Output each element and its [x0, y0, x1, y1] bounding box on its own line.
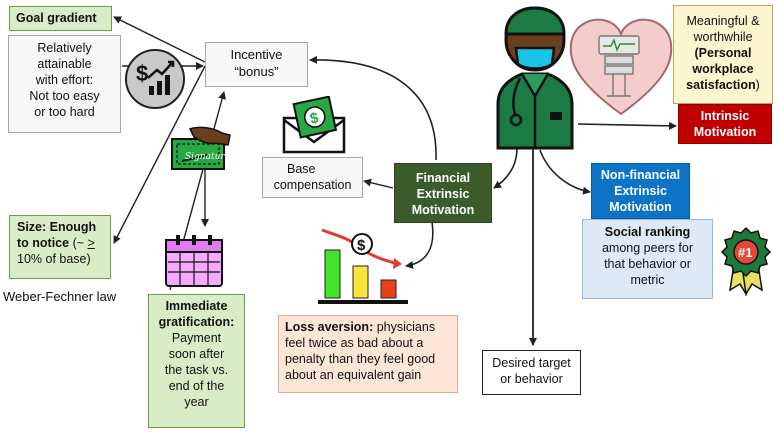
immediate-line: year	[184, 395, 209, 409]
intrinsic-motivation-box: Intrinsic Motivation	[678, 104, 772, 144]
meaningful-line-2: worthwhile	[693, 30, 753, 44]
desired-line-1: Desired target	[492, 356, 571, 370]
immediate-gratification-box: Immediate gratification: Payment soon af…	[148, 294, 245, 428]
attainable-line: Relatively	[37, 41, 92, 55]
arrow-financial-to-base	[363, 178, 394, 189]
social-line-3: that behavior or	[604, 257, 691, 271]
immediate-line: soon after	[168, 347, 225, 361]
incentive-line-1: Incentive	[230, 47, 283, 62]
arrow-incentive-to-size	[113, 65, 206, 244]
attainable-line: attainable	[37, 57, 92, 71]
arrow-incentive-to-goal-gradient	[113, 16, 206, 63]
financial-line-2: Extrinsic	[416, 187, 470, 201]
immediate-line: end of the	[168, 379, 225, 393]
nonfinancial-extrinsic-motivation-box: Non-financial Extrinsic Motivation	[591, 163, 690, 219]
signature-text: Signature	[185, 152, 230, 162]
loss-aversion-box: Loss aversion: physicians feel twice as …	[278, 315, 458, 393]
size-bold-1: Size: Enough	[17, 220, 97, 234]
nonfinancial-line-2: Extrinsic	[614, 184, 667, 198]
loss-line-3: penalty than they feel good	[285, 352, 436, 366]
incentive-line-2: “bonus”	[234, 63, 279, 79]
meaningful-bold-2: workplace	[692, 62, 754, 76]
immediate-line: Payment	[171, 331, 222, 345]
desired-line-2: or behavior	[500, 372, 563, 386]
svg-text:$: $	[136, 61, 148, 86]
attainable-line: Not too easy	[29, 89, 100, 103]
money-envelope-icon: $	[282, 96, 346, 154]
arrow-financial-to-chart	[405, 221, 434, 269]
svg-text:$: $	[357, 237, 366, 254]
attainable-line: with effort:	[35, 73, 94, 87]
social-ranking-box: Social ranking among peers for that beha…	[582, 219, 713, 299]
nonfinancial-line-1: Non-financial	[600, 168, 681, 182]
size-bold-2: to notice	[17, 236, 70, 250]
financial-line-1: Financial	[415, 171, 471, 185]
goal-gradient-title: Goal gradient	[16, 11, 97, 25]
goal-gradient-box: Goal gradient	[9, 6, 112, 31]
immediate-line: the task vs.	[164, 363, 229, 377]
loss-line-1: physicians	[373, 320, 436, 334]
heart-monitor-icon	[569, 18, 673, 116]
attainable-line: or too hard	[34, 105, 95, 119]
loss-line-4: about an equivalent gain	[285, 368, 422, 382]
meaningful-bold-3: satisfaction	[686, 78, 756, 92]
arrow-doctor-to-financial	[493, 147, 518, 189]
size-tail: (~	[69, 236, 88, 250]
meaningful-line-1: Meaningful &	[686, 14, 760, 28]
nonfinancial-line-3: Motivation	[609, 200, 672, 214]
meaningful-bold-1: (Personal	[694, 46, 752, 60]
immediate-bold-2: gratification:	[158, 315, 235, 329]
arrow-doctor-to-nonfinancial	[539, 149, 591, 195]
base-line-2: compensation	[273, 178, 352, 192]
signing-hand-icon: Signature	[171, 126, 231, 170]
size-box: Size: Enough to notice (~ > 10% of base)	[9, 215, 111, 279]
calendar-icon	[165, 235, 223, 287]
desired-target-box: Desired target or behavior	[482, 350, 581, 395]
financial-extrinsic-motivation-box: Financial Extrinsic Motivation	[394, 163, 492, 223]
immediate-bold-1: Immediate	[165, 299, 228, 313]
doctor-icon	[496, 6, 574, 150]
arrow-financial-to-incentive	[309, 55, 437, 161]
base-compensation-box: Base compensation	[262, 157, 363, 198]
arrow-doctor-to-intrinsic	[577, 121, 677, 130]
financial-line-3: Motivation	[411, 203, 475, 217]
intrinsic-line-1: Intrinsic	[700, 109, 750, 123]
badge-text: #1	[738, 245, 752, 260]
declining-money-chart-icon: $	[318, 228, 408, 304]
meaningful-box: Meaningful & worthwhile (Personal workpl…	[673, 5, 773, 104]
loss-line-2: feel twice as bad about a	[285, 336, 424, 350]
social-bold: Social ranking	[604, 225, 691, 239]
size-ge: >	[87, 236, 95, 250]
social-line-2: among peers for	[601, 241, 694, 255]
meaningful-tail: )	[755, 78, 760, 92]
size-line-3: 10% of base)	[17, 252, 91, 266]
social-line-4: metric	[630, 273, 665, 287]
intrinsic-line-2: Motivation	[693, 125, 757, 139]
base-line-1: Base	[287, 162, 316, 176]
loss-aversion-bold: Loss aversion:	[285, 320, 374, 334]
award-badge-icon: #1	[720, 226, 772, 296]
weber-fechner-label: Weber-Fechner law	[3, 289, 117, 304]
money-growth-icon: $	[125, 49, 185, 109]
incentive-box: Incentive “bonus”	[205, 42, 308, 87]
attainable-box: Relatively attainable with effort: Not t…	[8, 35, 121, 133]
